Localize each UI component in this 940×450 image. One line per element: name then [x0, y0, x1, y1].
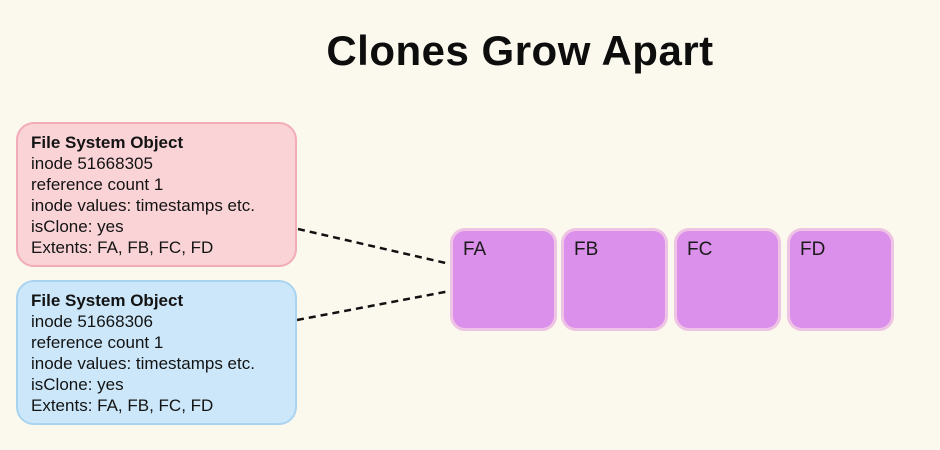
extent-label: FC	[687, 239, 713, 260]
fso-heading: File System Object	[31, 133, 184, 152]
fso-heading: File System Object	[31, 291, 184, 310]
fso-line-isclone: isClone: yes	[31, 375, 124, 394]
fso-line-extents: Extents: FA, FB, FC, FD	[31, 396, 214, 415]
extent-box-fc: FC	[674, 228, 781, 331]
fso-line-inode-values: inode values: timestamps etc.	[31, 196, 255, 215]
extent-box-fa: FA	[450, 228, 557, 331]
fso-line-reference-count: reference count 1	[31, 175, 164, 194]
extent-label: FA	[463, 239, 487, 260]
fso-card-inode-51668306: File System Object inode 51668306 refere…	[16, 280, 297, 425]
fso-line-reference-count: reference count 1	[31, 333, 164, 352]
fso-line-inode: inode 51668306	[31, 312, 153, 331]
fso-card-inode-51668305: File System Object inode 51668305 refere…	[16, 122, 297, 267]
connector-blue-to-fa	[296, 289, 451, 322]
extent-box-fd: FD	[787, 228, 894, 331]
page-title: Clones Grow Apart	[326, 27, 714, 74]
fso-line-inode: inode 51668305	[31, 154, 153, 173]
extent-label: FB	[574, 239, 599, 260]
fso-line-inode-values: inode values: timestamps etc.	[31, 354, 255, 373]
extent-label: FD	[800, 239, 826, 260]
fso-line-isclone: isClone: yes	[31, 217, 124, 236]
connector-pink-to-fa	[297, 227, 451, 266]
fso-line-extents: Extents: FA, FB, FC, FD	[31, 238, 214, 257]
extent-box-fb: FB	[561, 228, 668, 331]
